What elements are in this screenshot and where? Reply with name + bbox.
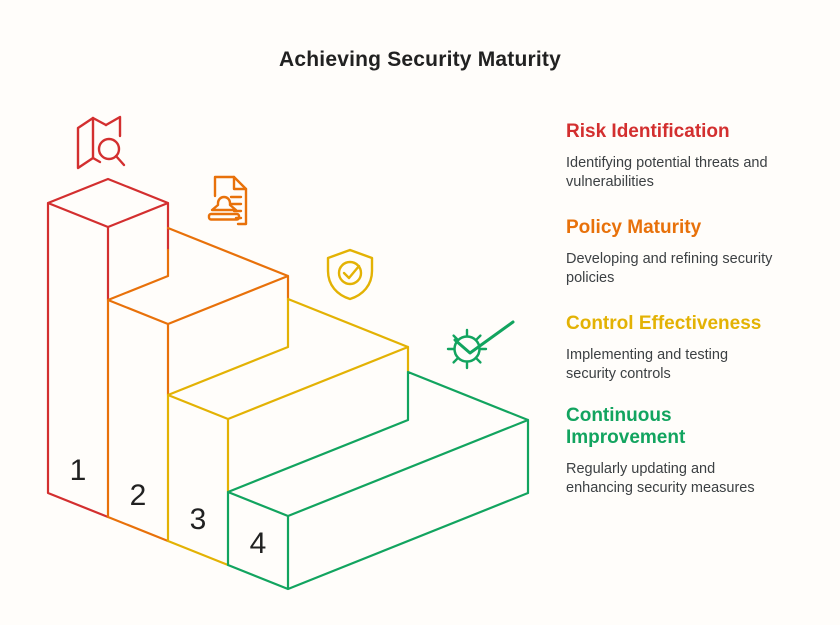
step-4-number: 4	[250, 527, 267, 560]
legend-item-control-effectiveness: Control Effectiveness Implementing and t…	[566, 313, 798, 383]
step-1-box	[46, 177, 170, 519]
document-stamp-icon	[207, 175, 248, 226]
shield-check-icon	[326, 248, 374, 301]
legend-title: Policy Maturity	[566, 217, 702, 238]
map-search-icon	[76, 115, 126, 170]
legend-description: Regularly updating and enhancing securit…	[566, 461, 755, 496]
legend-item-continuous-improvement: Continuous Improvement Regularly updatin…	[566, 405, 798, 497]
step-2-box	[106, 226, 290, 543]
legend-description: Developing and refining security policie…	[566, 251, 773, 286]
legend-title: Control Effectiveness	[566, 313, 762, 334]
step-2-number: 2	[130, 479, 147, 512]
legend-item-policy-maturity: Policy Maturity Developing and refining …	[566, 217, 798, 287]
legend-title: Continuous Improvement	[566, 405, 686, 448]
gear-check-icon	[446, 320, 515, 370]
step-4-box	[226, 370, 530, 591]
step-3-box	[166, 297, 410, 567]
legend-title: Risk Identification	[566, 121, 730, 142]
legend-description: Implementing and testing security contro…	[566, 347, 729, 382]
legend-description: Identifying potential threats and vulner…	[566, 155, 768, 190]
legend-item-risk-identification: Risk Identification Identifying potentia…	[566, 121, 798, 191]
step-1-number: 1	[70, 454, 87, 487]
page-title: Achieving Security Maturity	[279, 48, 561, 71]
step-3-number: 3	[190, 503, 207, 536]
